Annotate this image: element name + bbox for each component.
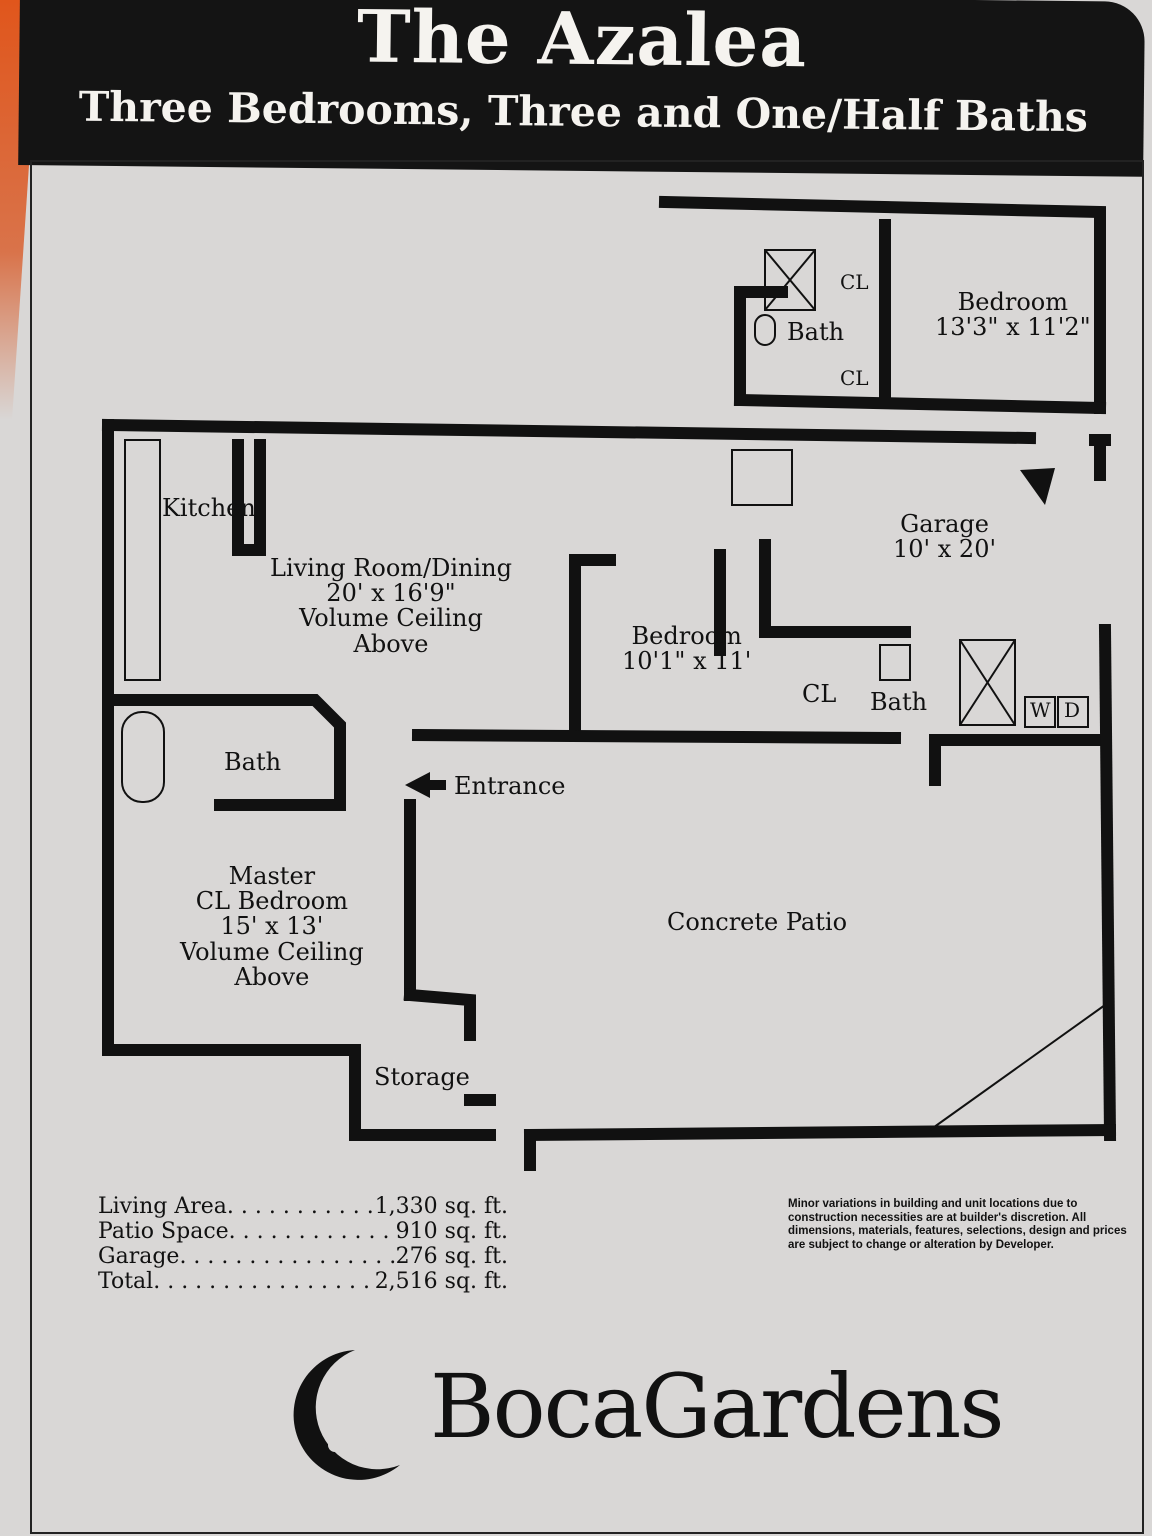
arrows [405,468,1055,798]
kitchen-label: Kitchen [162,494,256,522]
flower-moon-icon [293,1350,400,1480]
closet-middle: CL [802,680,837,708]
storage-label: Storage [374,1063,470,1091]
brand-logo: BocaGardens [280,1335,1004,1485]
fixtures [121,249,1106,1131]
area-row: Living Area1,330 sq. ft. [98,1194,508,1219]
brand-name: BocaGardens [430,1355,1004,1458]
bath-middle-label: Bath [870,688,928,716]
closet-upper-1: CL [840,270,869,294]
walls [101,195,1117,1171]
master-bedroom-label: Master CL Bedroom 15' x 13'Volume Ceilin… [180,862,364,991]
area-row: Garage276 sq. ft. [98,1244,508,1269]
closet-upper-2: CL [840,366,869,390]
entrance-label: Entrance [454,772,566,800]
area-table: Living Area1,330 sq. ft. Patio Space910 … [98,1194,508,1294]
washer-label: W [1030,698,1051,722]
entrance-arrow-icon [405,772,430,798]
bath-upper-label: Bath [787,318,845,346]
disclaimer: Minor variations in building and unit lo… [788,1198,1127,1251]
bath-master-label: Bath [224,748,282,776]
garage-door-arrow-icon [1020,468,1055,505]
dryer-label: D [1064,698,1081,722]
area-row: Patio Space910 sq. ft. [98,1219,508,1244]
page-frame [30,160,1144,1534]
patio-label: Concrete Patio [667,908,848,936]
area-row: Total2,516 sq. ft. [98,1269,508,1294]
